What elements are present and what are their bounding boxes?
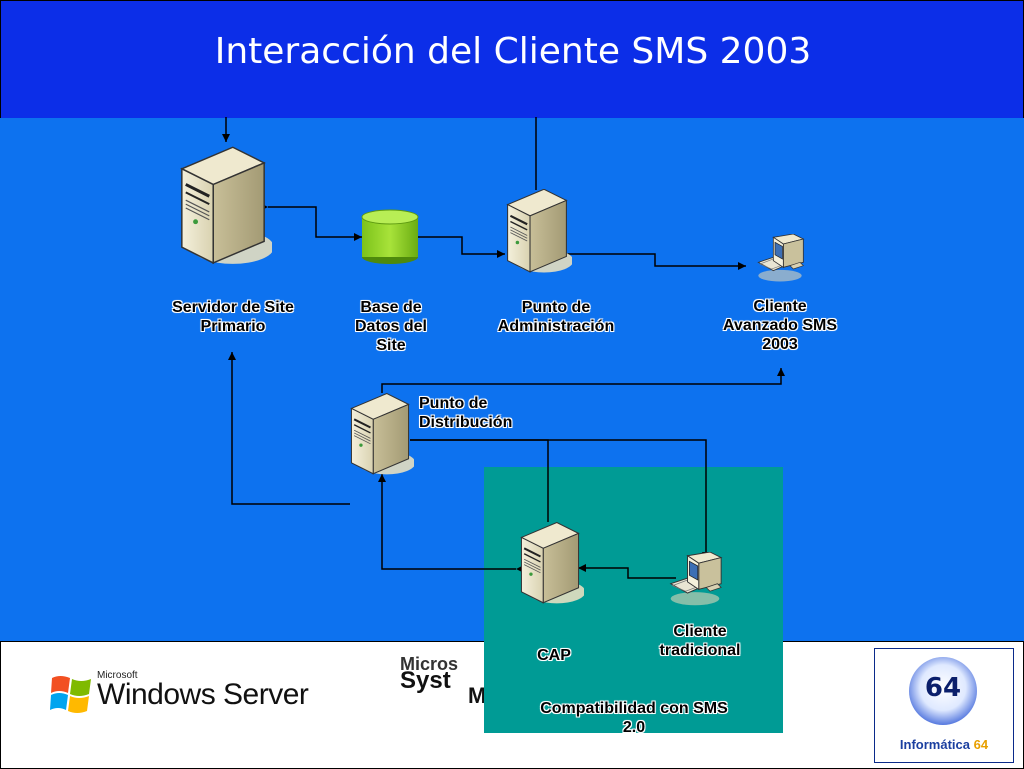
- management-point-server-icon: [506, 189, 572, 274]
- primary-site-server-label: Servidor de Site Primario: [172, 299, 294, 335]
- title-bar: Interacción del Cliente SMS 2003: [0, 0, 1024, 119]
- windows-logo-product: Windows Server: [97, 678, 309, 711]
- informatica-logo-accent: 64: [973, 737, 989, 752]
- legacy-client-label: Cliente tradicional: [659, 623, 741, 659]
- distribution-point-label: Punto de Distribución: [419, 395, 513, 431]
- advanced-client-workstation-icon: [757, 234, 804, 282]
- legacy-client-workstation-icon: [670, 552, 722, 606]
- connector-primary-server-to-database: [260, 203, 362, 241]
- connector-dist-point-to-cap: [410, 439, 549, 522]
- connector-mgmt-point-to-advanced-client: [557, 250, 746, 270]
- database-icon: [361, 209, 419, 264]
- windows-flag-icon: [50, 676, 91, 713]
- sms-logo-line-3: M: [468, 683, 484, 708]
- informatica-badge-number: 64: [924, 673, 962, 703]
- compatibility-zone: [484, 467, 783, 733]
- connector-database-to-mgmt-point: [418, 236, 505, 258]
- informatica-64-logo: 64 Informática 64: [874, 648, 1014, 763]
- connector-dist-point-to-advanced-client: [381, 368, 785, 393]
- distribution-point-server-icon: [350, 393, 414, 476]
- slide-title: Interacción del Cliente SMS 2003: [214, 31, 812, 72]
- windows-logo-vendor: Microsoft: [97, 670, 138, 681]
- primary-site-server-icon: [180, 146, 272, 266]
- windows-server-logo: Microsoft Windows Server: [50, 668, 340, 718]
- connector-cap-to-dist-point: [378, 474, 524, 573]
- cap-server-icon: [520, 522, 584, 605]
- sms-logo-line-1: Micros: [400, 656, 459, 674]
- compatibility-label: Compatibilidad con SMS 2.0: [540, 700, 728, 736]
- advanced-client-label: Cliente Avanzado SMS 2003: [722, 298, 838, 353]
- informatica-badge-icon: 64: [909, 657, 977, 725]
- informatica-logo-text: Informática 64: [875, 737, 1013, 752]
- sms-logo: Micros Syst M: [400, 656, 484, 716]
- connector-dist-point-to-primary-server: [228, 352, 350, 505]
- site-database-label: Base de Datos del Site: [354, 299, 427, 354]
- connector-legacy-client-to-cap: [578, 564, 676, 579]
- sms-logo-line-2: Syst: [400, 667, 451, 694]
- connector-dist-point-to-legacy-client: [410, 439, 710, 560]
- management-point-label: Punto de Administración: [497, 299, 615, 335]
- cap-label: CAP: [537, 647, 571, 664]
- informatica-logo-name: Informática: [899, 737, 970, 752]
